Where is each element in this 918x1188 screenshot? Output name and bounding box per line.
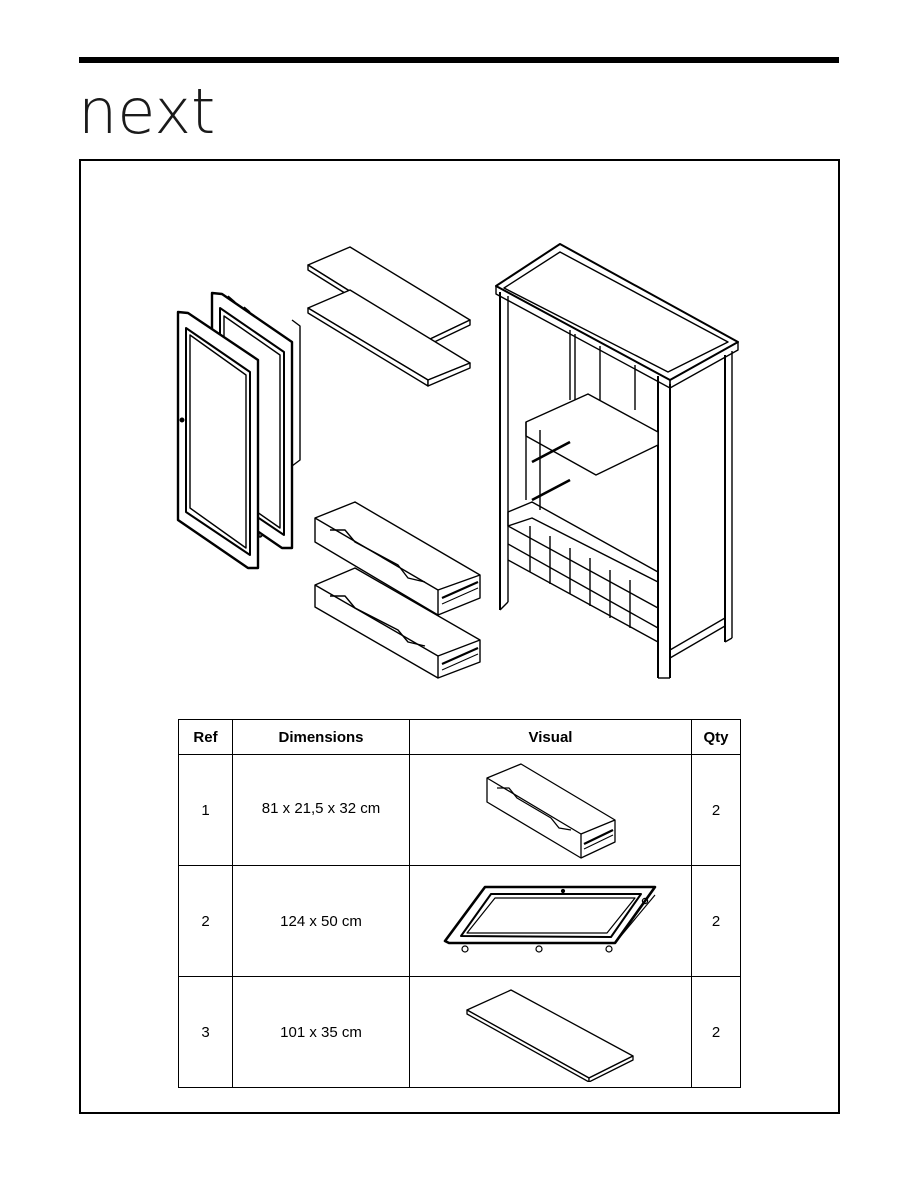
qty-cell: 2 bbox=[691, 865, 741, 977]
drawer-icon bbox=[314, 501, 481, 616]
brand-logo: next bbox=[78, 75, 216, 148]
cabinet-carcass-icon bbox=[495, 243, 739, 679]
glass-door-icon bbox=[443, 885, 656, 953]
table-header-row: Ref Dimensions Visual Qty bbox=[178, 719, 741, 755]
dimensions-cell: 124 x 50 cm bbox=[232, 865, 410, 977]
qty-cell: 2 bbox=[691, 976, 741, 1088]
header-qty: Qty bbox=[691, 719, 741, 755]
header-ref: Ref bbox=[178, 719, 233, 755]
ref-cell: 2 bbox=[178, 865, 233, 977]
content-frame bbox=[79, 159, 840, 1114]
dimensions-cell: 101 x 35 cm bbox=[232, 976, 410, 1088]
qty-cell: 2 bbox=[691, 754, 741, 866]
table-row: 2 124 x 50 cm 2 bbox=[178, 865, 741, 977]
ref-cell: 1 bbox=[178, 754, 233, 866]
header-rule bbox=[79, 57, 839, 63]
dimensions-cell: 81 x 21,5 x 32 cm bbox=[232, 754, 410, 866]
glass-door-icon bbox=[176, 310, 260, 570]
dimensions-text: 101 x 35 cm bbox=[280, 1023, 362, 1041]
cabinet-exploded-illustration bbox=[176, 243, 739, 679]
header-visual: Visual bbox=[409, 719, 692, 755]
visual-cell bbox=[409, 865, 692, 977]
drawer-icon bbox=[314, 567, 481, 679]
visual-cell bbox=[409, 754, 692, 866]
dimensions-text: 124 x 50 cm bbox=[280, 912, 362, 930]
shelf-icon bbox=[465, 989, 634, 1082]
parts-table: Ref Dimensions Visual Qty 1 81 x 21,5 x … bbox=[178, 719, 741, 1088]
header-dimensions: Dimensions bbox=[232, 719, 410, 755]
table-row: 3 101 x 35 cm 2 bbox=[178, 976, 741, 1088]
ref-cell: 3 bbox=[178, 976, 233, 1088]
table-row: 1 81 x 21,5 x 32 cm 2 bbox=[178, 754, 741, 866]
shelf-icon bbox=[307, 289, 471, 387]
drawer-icon bbox=[485, 763, 616, 859]
visual-cell bbox=[409, 976, 692, 1088]
dimensions-text: 81 x 21,5 x 32 cm bbox=[261, 799, 381, 817]
